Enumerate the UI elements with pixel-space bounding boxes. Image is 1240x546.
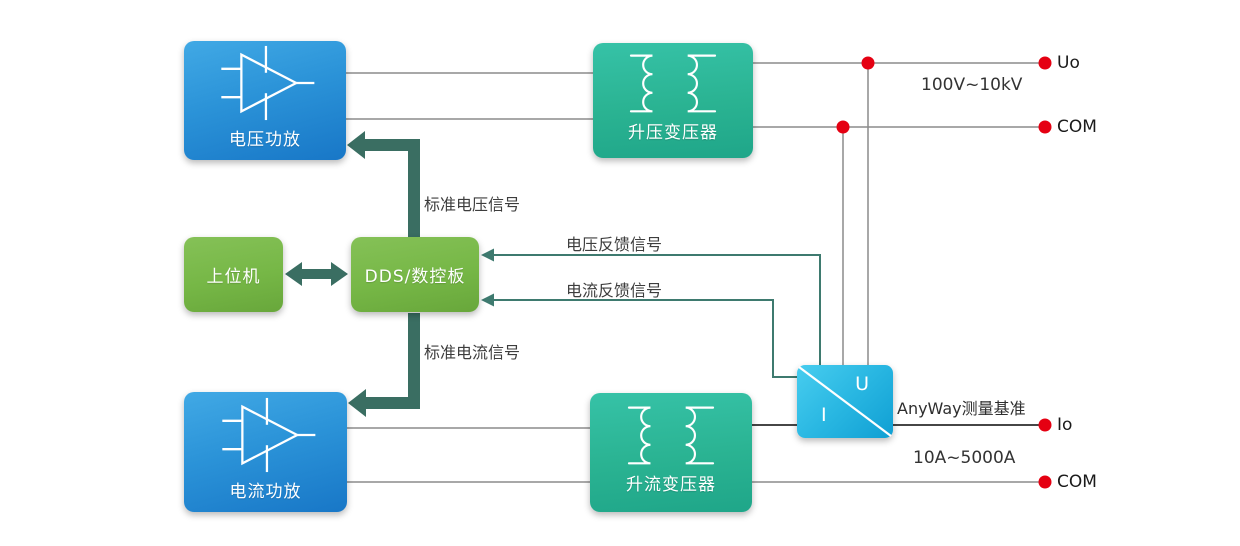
transformer-coils-icon: [629, 54, 717, 113]
std-voltage-arrow: [347, 131, 420, 237]
uo-terminal-label: Uo: [1057, 53, 1080, 73]
fb-current-signal-label: 电流反馈信号: [566, 281, 663, 300]
voltage-transformer-block: 升压变压器: [593, 43, 753, 158]
std-voltage-signal-label: 标准电压信号: [424, 195, 521, 214]
feedback-voltage-line: [493, 254, 821, 366]
dds-control-board-label: DDS/数控板: [364, 267, 466, 287]
red-junction-dot: [836, 120, 850, 134]
anyway-caption: AnyWay测量基准: [897, 399, 1026, 418]
ui-divider-diagonal: [798, 366, 892, 437]
current-transformer-label: 升流变压器: [626, 475, 716, 495]
feedback-voltage-arrowhead: [481, 248, 494, 262]
voltage-transformer-label: 升压变压器: [628, 123, 718, 143]
u-channel-label: U: [855, 373, 869, 395]
voltage-amplifier-label: 电压功放: [229, 130, 301, 150]
uo-terminal-dot: [1038, 56, 1052, 70]
com-bottom-terminal-dot: [1038, 475, 1052, 489]
current-transformer-block: 升流变压器: [590, 393, 752, 512]
current-range-label: 10A~5000A: [913, 448, 1016, 468]
fb-voltage-signal-label: 电压反馈信号: [566, 235, 663, 254]
std-current-signal-label: 标准电流信号: [424, 343, 521, 362]
host-dds-double-arrow: [285, 262, 348, 286]
voltage-range-label: 100V~10kV: [921, 75, 1023, 95]
current-amplifier-label: 电流功放: [229, 481, 302, 502]
feedback-current-arrowhead: [481, 293, 494, 307]
com-bottom-terminal-label: COM: [1057, 472, 1097, 492]
io-terminal-label: Io: [1057, 415, 1073, 435]
com-top-terminal-dot: [1038, 120, 1052, 134]
current-amplifier-block: 电流功放: [184, 392, 347, 512]
opamp-icon: [221, 397, 315, 472]
io-terminal-dot: [1038, 418, 1052, 432]
host-computer-block: 上位机: [184, 237, 283, 312]
com-top-terminal-label: COM: [1057, 117, 1097, 137]
voltage-amplifier-block: 电压功放: [184, 41, 346, 160]
i-channel-label: I: [821, 404, 827, 426]
transformer-coils-icon: [627, 406, 715, 465]
feedback-current-line: [493, 299, 797, 378]
opamp-icon: [221, 45, 315, 121]
host-computer-label: 上位机: [206, 267, 261, 287]
dds-control-board-block: DDS/数控板: [351, 237, 479, 312]
std-current-arrow: [348, 313, 420, 417]
anyway-measurement-block: U I: [797, 365, 893, 438]
red-junction-dot: [861, 56, 875, 70]
